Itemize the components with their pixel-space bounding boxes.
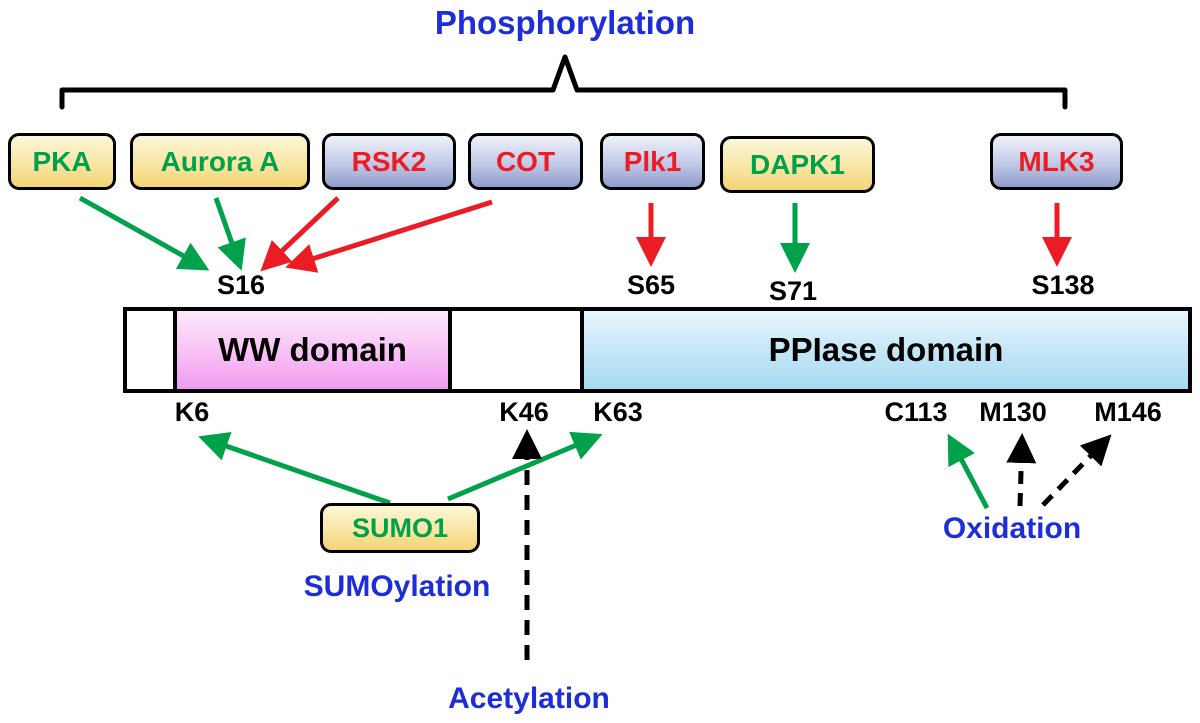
kinase-box-dapk1: DAPK1 <box>720 136 875 193</box>
sumo1-label: SUMO1 <box>351 512 449 543</box>
arrow-oxidation-c113 <box>947 433 990 510</box>
kinase-box-mlk3: MLK3 <box>990 133 1123 190</box>
protein-bar: WW domain PPIase domain <box>123 307 1192 393</box>
site-label-s138: S138 <box>1031 270 1095 300</box>
residue-label-k63: K63 <box>593 397 643 427</box>
residue-label-k6: K6 <box>174 397 210 427</box>
kinase-label-rsk2: RSK2 <box>351 145 427 177</box>
ww-domain-label: WW domain <box>218 331 407 368</box>
ww-domain-box: WW domain <box>173 311 452 389</box>
kinase-label-pka: PKA <box>32 145 92 177</box>
site-label-s65: S65 <box>626 270 676 300</box>
kinase-label-aurora-a: Aurora A <box>160 145 280 177</box>
arrow-oxidation-m146 <box>1041 434 1112 507</box>
residue-label-m146: M146 <box>1094 397 1162 427</box>
kinase-label-mlk3: MLK3 <box>1018 145 1095 177</box>
residue-label-c113: C113 <box>884 397 948 427</box>
arrow-sumo-k6 <box>198 432 391 506</box>
arrow-rsk2-s16 <box>260 196 340 272</box>
phosphorylation-title: Phosphorylation <box>434 4 696 41</box>
arrow-pka-s16 <box>78 195 210 271</box>
sumo1-box: SUMO1 <box>320 503 480 553</box>
ppiase-domain-box: PPIase domain <box>580 311 1188 389</box>
acetylation-label: Acetylation <box>448 682 610 715</box>
sumoylation-label: SUMOylation <box>303 570 491 603</box>
ppiase-domain-label: PPIase domain <box>768 331 1004 368</box>
oxidation-label: Oxidation <box>942 512 1082 545</box>
arrow-auroraA-s16 <box>213 197 246 271</box>
arrow-oxidation-m130 <box>1006 433 1037 507</box>
site-label-s16: S16 <box>216 270 266 300</box>
site-label-s71: S71 <box>768 276 818 306</box>
arrow-cot-s16 <box>285 199 493 273</box>
phosphorylation-bracket <box>59 54 1068 110</box>
kinase-label-dapk1: DAPK1 <box>750 148 845 180</box>
kinase-box-rsk2: RSK2 <box>322 133 456 190</box>
arrow-sumo-k63 <box>447 431 603 502</box>
kinase-box-aurora-a: Aurora A <box>130 133 310 190</box>
kinase-box-cot: COT <box>468 133 583 190</box>
kinase-label-cot: COT <box>495 145 556 177</box>
residue-label-k46: K46 <box>499 397 549 427</box>
kinase-box-plk1: Plk1 <box>600 133 705 190</box>
residue-label-m130: M130 <box>979 397 1047 427</box>
kinase-box-pka: PKA <box>8 133 116 190</box>
kinase-label-plk1: Plk1 <box>623 145 682 177</box>
